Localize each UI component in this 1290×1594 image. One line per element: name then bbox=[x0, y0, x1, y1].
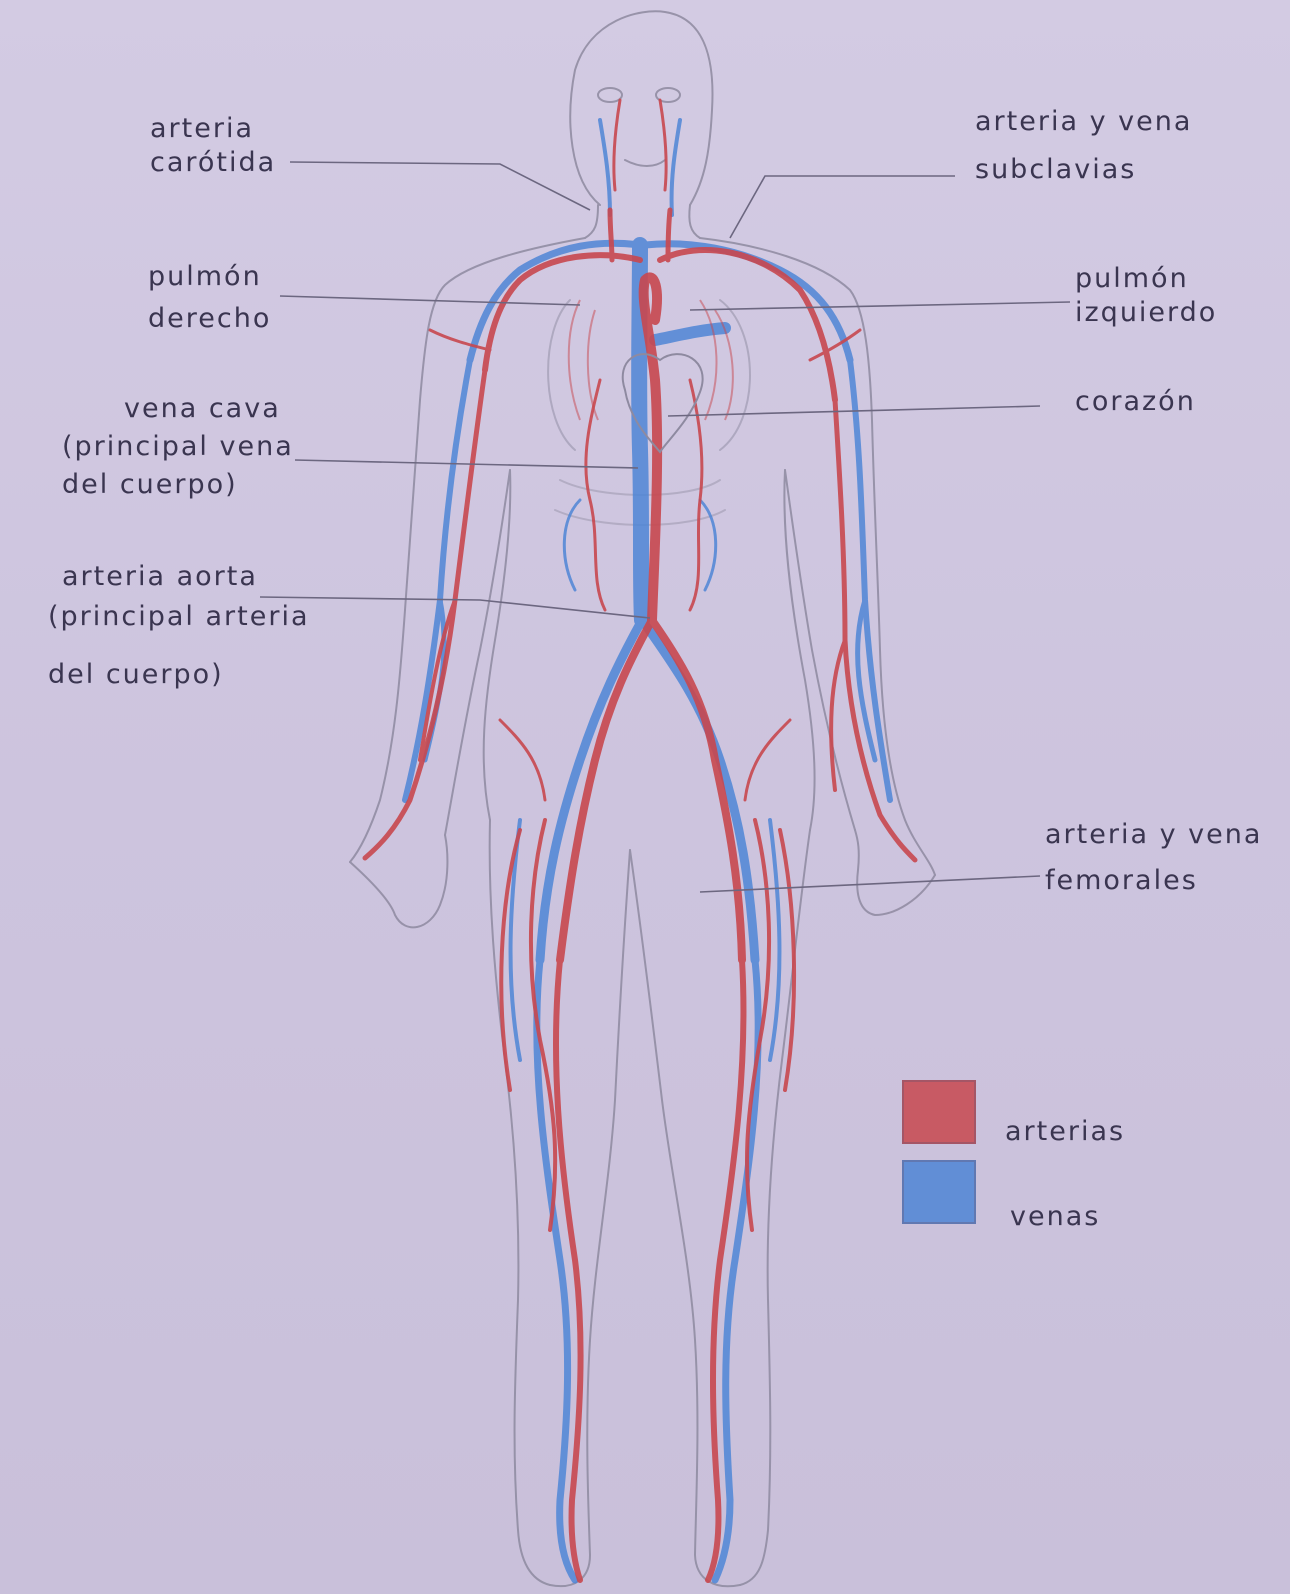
leader-lines bbox=[260, 162, 1070, 892]
label-left-lung: pulmón izquierdo bbox=[1075, 262, 1217, 330]
legend-swatch-arteries bbox=[902, 1080, 976, 1144]
head-outline bbox=[570, 11, 712, 205]
legend-label-veins: venas bbox=[1010, 1200, 1100, 1234]
label-right-lung: pulmón derecho bbox=[148, 260, 271, 336]
legend-swatch-veins bbox=[902, 1160, 976, 1224]
leader-left-lung bbox=[690, 302, 1070, 310]
legend-label-arteries: arterias bbox=[1005, 1115, 1125, 1149]
label-heart: corazón bbox=[1075, 385, 1196, 419]
subclavian-artery bbox=[660, 250, 835, 400]
label-subclavian: arteria y vena subclavias bbox=[975, 105, 1192, 187]
label-vena-cava: vena cava (principal vena del cuerpo) bbox=[62, 392, 294, 502]
label-femoral: arteria y vena femorales bbox=[1045, 818, 1262, 898]
leader-subclavian bbox=[730, 176, 955, 238]
leader-carotid bbox=[290, 162, 590, 210]
leader-right-lung bbox=[280, 296, 580, 305]
label-carotid-artery: arteria carótida bbox=[150, 112, 276, 180]
label-aorta: arteria aorta (principal arteria del cue… bbox=[48, 560, 310, 692]
